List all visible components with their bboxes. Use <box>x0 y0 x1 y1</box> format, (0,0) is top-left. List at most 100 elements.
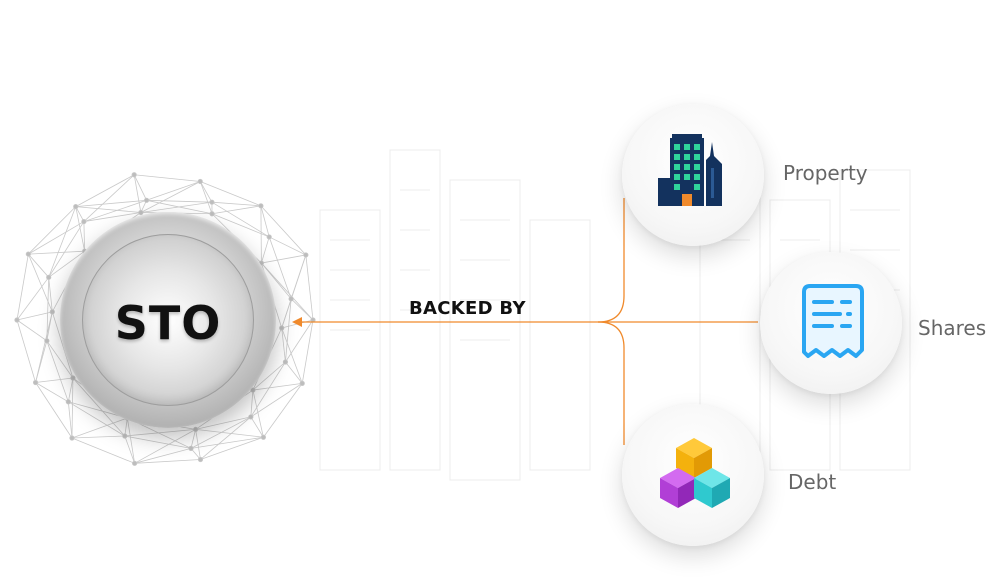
mesh-edge <box>268 236 292 299</box>
mesh-edge <box>281 298 292 329</box>
mesh-edge <box>71 435 125 439</box>
mesh-node <box>282 359 289 365</box>
mesh-edge <box>134 174 201 182</box>
mesh-edge <box>200 416 252 460</box>
mesh-edge <box>199 181 213 214</box>
property-label: Property <box>783 161 868 185</box>
mesh-node <box>70 375 76 381</box>
property-node <box>622 104 764 246</box>
mesh-edge <box>281 327 286 363</box>
mesh-edge <box>252 382 303 391</box>
mesh-edge <box>46 277 50 341</box>
mesh-node <box>132 460 138 466</box>
mesh-edge <box>190 416 252 449</box>
mesh-edge <box>200 436 264 460</box>
mesh-edge <box>134 459 201 464</box>
mesh-edge <box>252 389 264 438</box>
mesh-edge <box>67 401 73 439</box>
mesh-edge <box>252 361 286 391</box>
mesh-edge <box>35 377 73 383</box>
mesh-edge <box>28 206 77 255</box>
mesh-edge <box>285 361 303 384</box>
mesh-edge <box>260 205 307 256</box>
mesh-edge <box>72 377 126 437</box>
mesh-edge <box>83 174 135 222</box>
cubes-icon <box>660 438 730 508</box>
mesh-edge <box>133 174 147 201</box>
mesh-edge <box>250 361 286 418</box>
mesh-edge <box>68 401 126 437</box>
mesh-edge <box>71 377 74 439</box>
mesh-edge <box>134 447 192 464</box>
mesh-edge <box>263 383 303 438</box>
mesh-node <box>193 426 199 433</box>
coin-inner-face <box>82 234 254 406</box>
sto-coin: STO <box>60 212 276 428</box>
mesh-node <box>73 204 79 210</box>
mesh-edge <box>35 382 69 403</box>
mesh-node <box>25 251 31 257</box>
mesh-edge <box>28 221 85 255</box>
mesh-edge <box>261 254 306 264</box>
mesh-edge <box>75 206 85 222</box>
mesh-edge <box>269 236 307 256</box>
mesh-node <box>131 172 137 178</box>
mesh-node <box>209 211 215 217</box>
mesh-edge <box>124 418 128 437</box>
mesh-edge <box>48 277 53 312</box>
mesh-edge <box>67 377 74 402</box>
mesh-edge <box>140 181 201 213</box>
mesh-edge <box>124 435 192 449</box>
debt-label: Debt <box>788 470 837 494</box>
mesh-node <box>143 197 150 203</box>
mesh-edge <box>190 436 264 449</box>
mesh-edge <box>46 340 69 402</box>
mesh-edge <box>16 319 36 383</box>
mesh-node <box>14 317 20 323</box>
mesh-edge <box>301 319 314 384</box>
mesh-edge <box>200 181 262 207</box>
mesh-node <box>258 203 264 209</box>
mesh-edge <box>16 319 48 342</box>
mesh-edge <box>83 212 141 222</box>
mesh-edge <box>48 250 85 278</box>
mesh-edge <box>16 311 53 321</box>
mesh-node <box>288 296 294 302</box>
mesh-edge <box>124 429 196 437</box>
mesh-edge <box>285 319 314 363</box>
mesh-node <box>248 414 254 420</box>
mesh-node <box>279 325 285 331</box>
mesh-edge <box>305 254 314 321</box>
mesh-edge <box>48 221 85 278</box>
mesh-node <box>69 435 75 441</box>
mesh-edge <box>261 262 314 321</box>
mesh-edge <box>124 435 135 464</box>
mesh-node <box>65 399 71 405</box>
mesh-edge <box>260 205 270 238</box>
mesh-edge <box>35 311 53 383</box>
mesh-edge <box>211 213 270 238</box>
mesh-edge <box>211 201 261 207</box>
mesh-edge <box>75 206 141 213</box>
mesh-edge <box>195 416 251 430</box>
mesh-node <box>188 445 194 451</box>
mesh-edge <box>71 437 135 464</box>
mesh-node <box>81 218 87 225</box>
mesh-edge <box>71 417 128 439</box>
mesh-node <box>209 199 215 205</box>
mesh-edge <box>83 221 86 252</box>
mesh-edge <box>261 262 292 300</box>
mesh-edge <box>146 199 212 203</box>
mesh-edge <box>199 181 213 203</box>
mesh-edge <box>134 429 196 464</box>
mesh-edge <box>126 417 136 464</box>
mesh-edge <box>250 416 264 438</box>
sto-label: STO <box>114 296 222 350</box>
mesh-edge <box>261 236 270 264</box>
mesh-node <box>299 380 305 386</box>
mesh-edge <box>75 206 86 252</box>
mesh-edge <box>75 174 135 207</box>
shares-node <box>760 252 902 394</box>
